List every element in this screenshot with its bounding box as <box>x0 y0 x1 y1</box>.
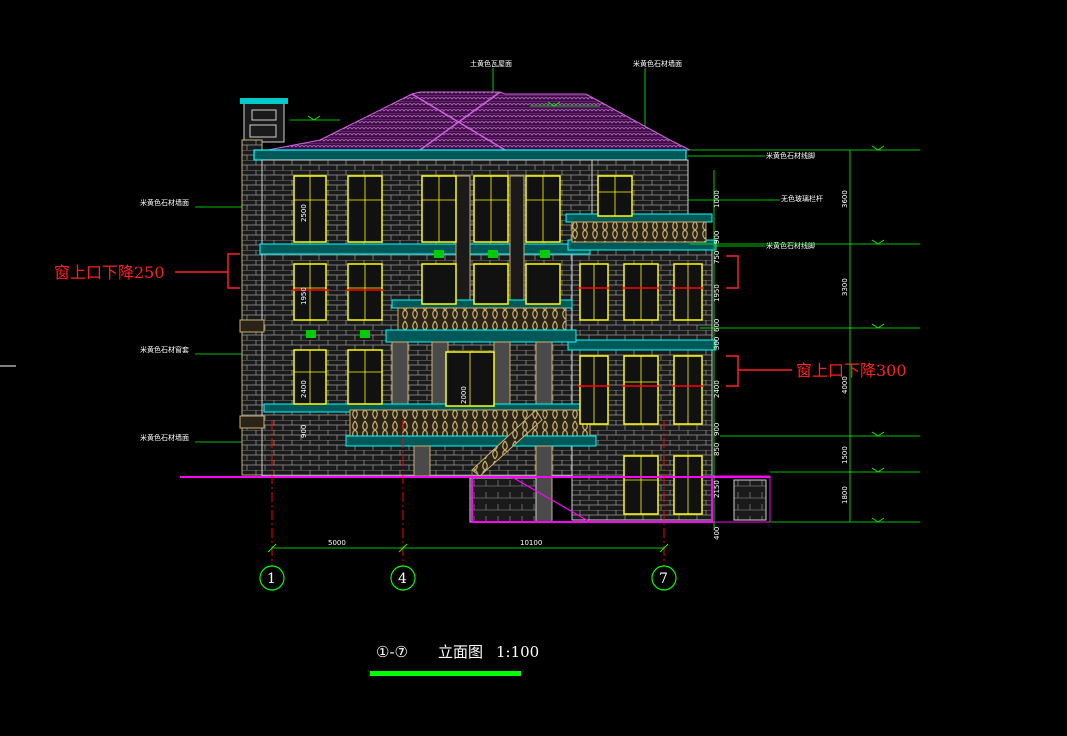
svg-text:1: 1 <box>267 571 276 587</box>
svg-text:600: 600 <box>713 319 721 332</box>
right-outer-dims: 3600 3300 4000 1500 1800 <box>841 190 849 504</box>
stair-railing <box>471 409 543 477</box>
note-left-band: 米黄色石材窗套 <box>140 345 189 354</box>
porch-column <box>391 341 409 411</box>
callout-left: 窗上口下降250 <box>54 263 165 282</box>
ground-line <box>180 476 770 523</box>
svg-text:1800: 1800 <box>841 486 849 504</box>
roof <box>267 91 691 151</box>
svg-text:2400: 2400 <box>713 380 721 398</box>
svg-text:750: 750 <box>713 251 721 264</box>
svg-text:1950: 1950 <box>713 284 721 302</box>
main-cornice <box>253 149 687 161</box>
axis-bubble-4 <box>390 565 416 591</box>
dim-bottom-1: 5000 <box>328 539 346 547</box>
top-right-balustrade <box>571 221 707 243</box>
svg-text:1000: 1000 <box>713 190 721 208</box>
title-scale: 1:100 <box>496 643 539 661</box>
svg-text:2150: 2150 <box>713 480 721 498</box>
right-inner-dims: 1000 900 750 1950 600 300 2400 900 850 2… <box>713 190 721 540</box>
title-axes: ①-⑦ <box>376 643 408 661</box>
note-cornice-right-2: 米黄色石材线脚 <box>766 241 815 250</box>
svg-text:850: 850 <box>713 443 721 456</box>
svg-text:900: 900 <box>713 423 721 436</box>
right-dimension-lines <box>290 101 920 530</box>
terrace-balustrade <box>349 409 591 441</box>
axis-bubble-1 <box>259 565 285 591</box>
svg-text:1500: 1500 <box>841 446 849 464</box>
svg-text:1950: 1950 <box>300 287 308 305</box>
title-text: 立面图 <box>438 643 483 661</box>
dim-bottom-2: 10100 <box>520 539 542 547</box>
note-cornice-right: 米黄色石材线脚 <box>766 151 815 160</box>
note-left-wall: 米黄色石材墙面 <box>140 198 189 207</box>
svg-text:900: 900 <box>300 425 308 438</box>
note-glass-rail: 无色玻璃栏杆 <box>781 194 823 203</box>
title-underline <box>370 671 521 676</box>
callout-brackets <box>175 253 792 387</box>
note-left-base: 米黄色石材墙面 <box>140 433 189 442</box>
building-elevation <box>239 91 771 523</box>
svg-text:400: 400 <box>713 527 721 540</box>
svg-text:3600: 3600 <box>841 190 849 208</box>
svg-text:2500: 2500 <box>300 204 308 222</box>
svg-text:3300: 3300 <box>841 278 849 296</box>
axis-lines <box>267 420 669 565</box>
window-dims: 2500 1950 2400 900 2000 <box>300 204 468 438</box>
axis-bubbles: 1 4 7 <box>259 565 677 591</box>
note-roof: 土黄色瓦屋面 <box>470 59 512 68</box>
axis-bubble-7 <box>651 565 677 591</box>
svg-text:4000: 4000 <box>841 376 849 394</box>
svg-text:900: 900 <box>713 231 721 244</box>
drawing-title: ①-⑦ 立面图 1:100 <box>370 643 539 676</box>
svg-text:2400: 2400 <box>300 380 308 398</box>
svg-text:7: 7 <box>659 571 668 587</box>
svg-text:2000: 2000 <box>460 386 468 404</box>
svg-text:300: 300 <box>713 337 721 350</box>
note-top-wall: 米黄色石材墙面 <box>633 59 682 68</box>
chimney <box>243 99 285 143</box>
svg-text:4: 4 <box>398 571 407 587</box>
mid-balustrade <box>397 307 567 331</box>
callout-right: 窗上口下降300 <box>796 361 907 380</box>
